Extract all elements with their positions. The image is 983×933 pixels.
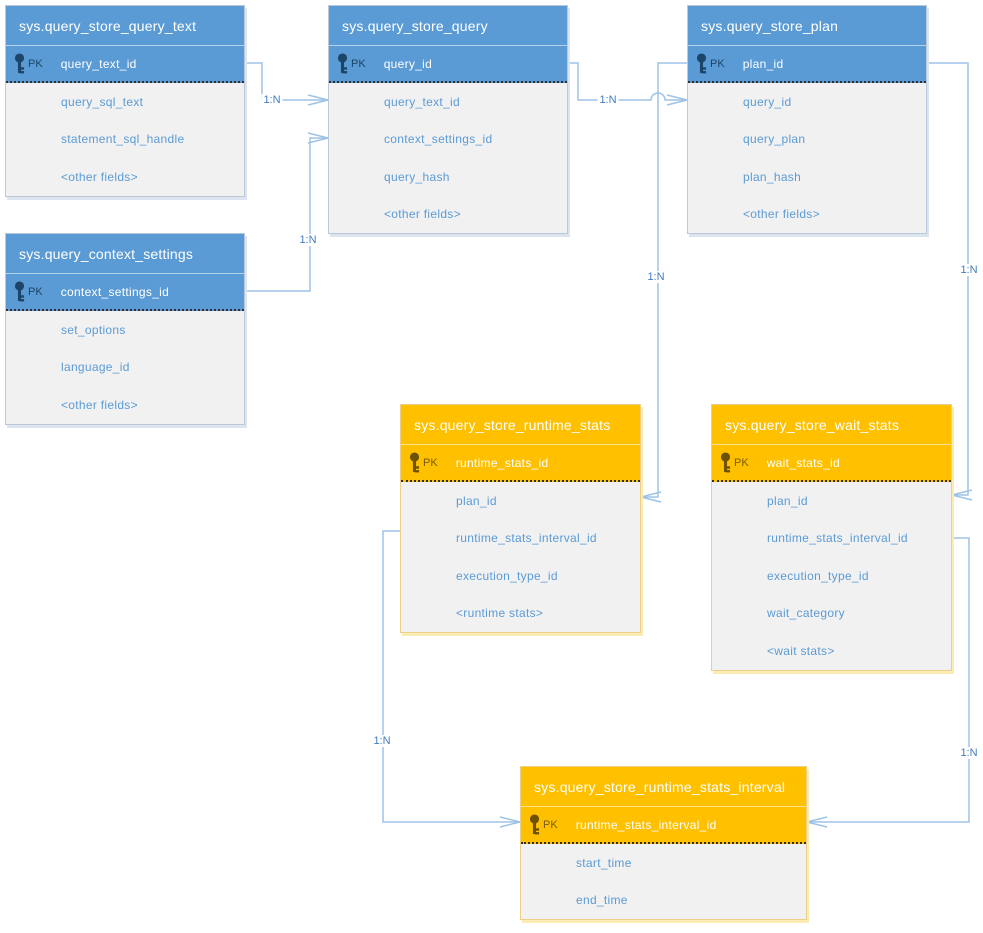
- table-title: sys.query_store_query: [329, 6, 567, 45]
- pk-badge: PK: [28, 285, 43, 298]
- field-row: end_time: [576, 893, 628, 908]
- table-title: sys.query_store_runtime_stats: [401, 405, 640, 444]
- field-row: plan_id: [767, 493, 808, 508]
- pk-field-name: runtime_stats_id: [455, 455, 549, 470]
- field-row: runtime_stats_interval_id: [456, 531, 597, 546]
- relationship-line-wait_stats-to-interval: [807, 537, 970, 823]
- pk-field-name: query_id: [383, 56, 433, 71]
- pk-badge: PK: [423, 456, 438, 469]
- table-fields: plan_id runtime_stats_interval_id executio…: [401, 482, 640, 632]
- field-row: query_hash: [384, 169, 450, 184]
- table-title: sys.query_context_settings: [6, 234, 244, 273]
- field-row: context_settings_id: [384, 132, 493, 147]
- field-row: runtime_stats_interval_id: [767, 531, 908, 546]
- table-fields: start_time end_time: [521, 844, 806, 919]
- field-row: <other fields>: [743, 207, 820, 222]
- primary-key-icon: [14, 52, 25, 73]
- pk-badge: PK: [28, 57, 43, 70]
- table-fields: query_id query_plan plan_hash <other fields…: [688, 83, 926, 233]
- primary-key-icon: [14, 280, 25, 301]
- primary-key-icon: [696, 52, 707, 73]
- field-row: query_id: [743, 94, 792, 109]
- primary-key-icon: [409, 451, 420, 472]
- field-row: <other fields>: [61, 397, 138, 412]
- table-title: sys.query_store_query_text: [6, 6, 244, 45]
- field-row: language_id: [61, 360, 130, 375]
- field-row: execution_type_id: [767, 568, 869, 583]
- primary-key-row: PK query_text_id: [6, 45, 244, 83]
- arrowhead-icon: [951, 489, 973, 501]
- field-row: plan_id: [456, 493, 497, 508]
- primary-key-row: PK context_settings_id: [6, 273, 244, 311]
- pk-field-name: runtime_stats_interval_id: [575, 817, 717, 832]
- field-row: plan_hash: [743, 169, 802, 184]
- field-row: wait_category: [767, 606, 845, 621]
- primary-key-icon: [720, 451, 731, 472]
- relationship-line-context_settings-to-query: [245, 137, 328, 292]
- relationship-label-runtime_stats-to-interval: 1:N: [371, 735, 393, 747]
- pk-field-name: query_text_id: [60, 56, 137, 71]
- field-row: <other fields>: [61, 169, 138, 184]
- table-fields: plan_id runtime_stats_interval_id executio…: [712, 482, 951, 670]
- field-row: <other fields>: [384, 207, 461, 222]
- primary-key-row: PK runtime_stats_id: [401, 444, 640, 482]
- primary-key-icon: [529, 813, 540, 834]
- field-row: execution_type_id: [456, 568, 558, 583]
- relationship-line-query_text-to-query: [245, 62, 328, 101]
- pk-badge: PK: [351, 57, 366, 70]
- table-fields: set_options language_id <other fields>: [6, 311, 244, 424]
- field-row: set_options: [61, 322, 126, 337]
- table-title: sys.query_store_runtime_stats_interval: [521, 767, 806, 806]
- primary-key-row: PK plan_id: [688, 45, 926, 83]
- field-row: query_text_id: [384, 94, 460, 109]
- field-row: statement_sql_handle: [61, 132, 185, 147]
- table-title: sys.query_store_plan: [688, 6, 926, 45]
- primary-key-row: PK wait_stats_id: [712, 444, 951, 482]
- relationship-line-runtime_stats-to-interval: [382, 530, 520, 823]
- pk-field-name: plan_id: [742, 56, 784, 71]
- relationship-label-plan-to-wait_stats: 1:N: [958, 264, 980, 276]
- arrowhead-icon: [640, 491, 662, 503]
- relationship-label-query_text-to-query: 1:N: [261, 94, 283, 106]
- primary-key-row: PK runtime_stats_interval_id: [521, 806, 806, 844]
- relationship-label-query-to-plan: 1:N: [597, 94, 619, 106]
- arrowhead-icon: [806, 816, 828, 828]
- table-fields: query_text_id context_settings_id query_ha…: [329, 83, 567, 233]
- primary-key-icon: [337, 52, 348, 73]
- pk-badge: PK: [734, 456, 749, 469]
- relationship-label-wait_stats-to-interval: 1:N: [958, 747, 980, 759]
- pk-field-name: context_settings_id: [60, 284, 170, 299]
- relationship-line-plan-to-wait_stats: [927, 62, 969, 496]
- pk-badge: PK: [543, 818, 558, 831]
- primary-key-row: PK query_id: [329, 45, 567, 83]
- relationship-label-plan-to-runtime_stats: 1:N: [645, 271, 667, 283]
- relationship-label-context_settings-to-query: 1:N: [297, 234, 319, 246]
- pk-field-name: wait_stats_id: [766, 455, 840, 470]
- pk-badge: PK: [710, 57, 725, 70]
- field-row: <runtime stats>: [456, 606, 544, 621]
- field-row: start_time: [576, 855, 632, 870]
- table-title: sys.query_store_wait_stats: [712, 405, 951, 444]
- field-row: <wait stats>: [767, 643, 835, 658]
- table-fields: query_sql_text statement_sql_handle <other…: [6, 83, 244, 196]
- relationship-line-query-to-plan: [568, 62, 687, 101]
- field-row: query_plan: [743, 132, 806, 147]
- field-row: query_sql_text: [61, 94, 144, 109]
